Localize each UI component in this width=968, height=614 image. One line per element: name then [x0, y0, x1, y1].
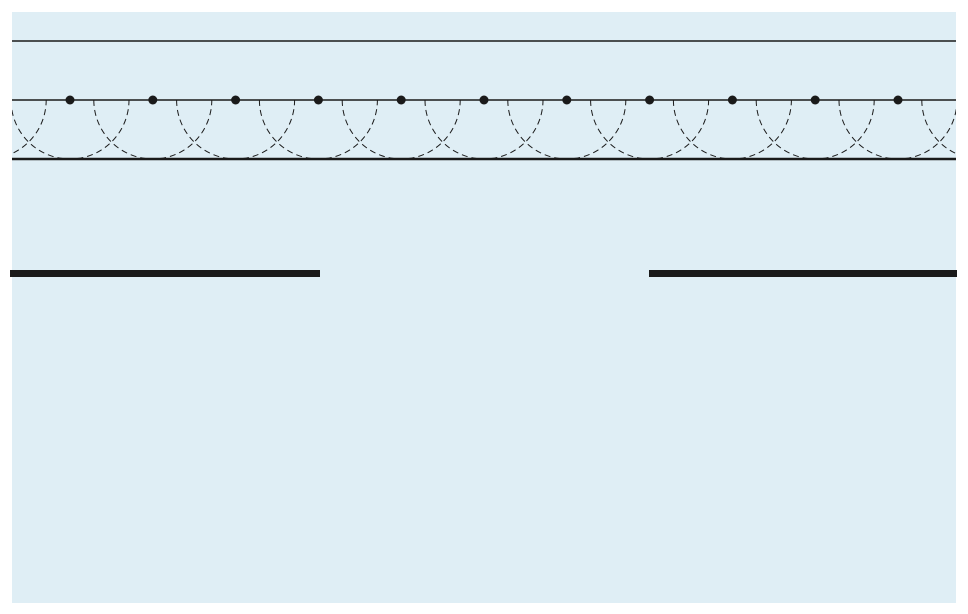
wavelet-source-dot [65, 95, 75, 105]
wavelet-sources-group [65, 95, 903, 105]
wavelet-source-dot [313, 95, 323, 105]
wavelet-arc [12, 99, 130, 160]
wavelet-arc [590, 99, 710, 160]
wavelet-arc [838, 99, 956, 160]
wavelet-source-dot [810, 95, 820, 105]
wavelets-group [12, 99, 956, 160]
barrier-right [649, 270, 957, 277]
wavelet-source-dot [645, 95, 655, 105]
wavelet-arc [755, 99, 875, 160]
wavelet-source-dot [396, 95, 406, 105]
wavelet-arc [258, 99, 378, 160]
wavelet-arc [672, 99, 792, 160]
wavelet-arc [176, 99, 296, 160]
wavelet-arc [93, 99, 213, 160]
diagram-background [12, 12, 956, 603]
wavelet-arc [424, 99, 544, 160]
wavelet-source-dot [231, 95, 241, 105]
wavelet-source-dot [148, 95, 158, 105]
wavelet-source-dot [562, 95, 572, 105]
barrier-left [10, 270, 320, 277]
wavelet-arc [341, 99, 461, 160]
wavelet-arc [507, 99, 627, 160]
wavelet-source-dot [727, 95, 737, 105]
wavelet-source-dot [893, 95, 903, 105]
wavelet-source-dot [479, 95, 489, 105]
